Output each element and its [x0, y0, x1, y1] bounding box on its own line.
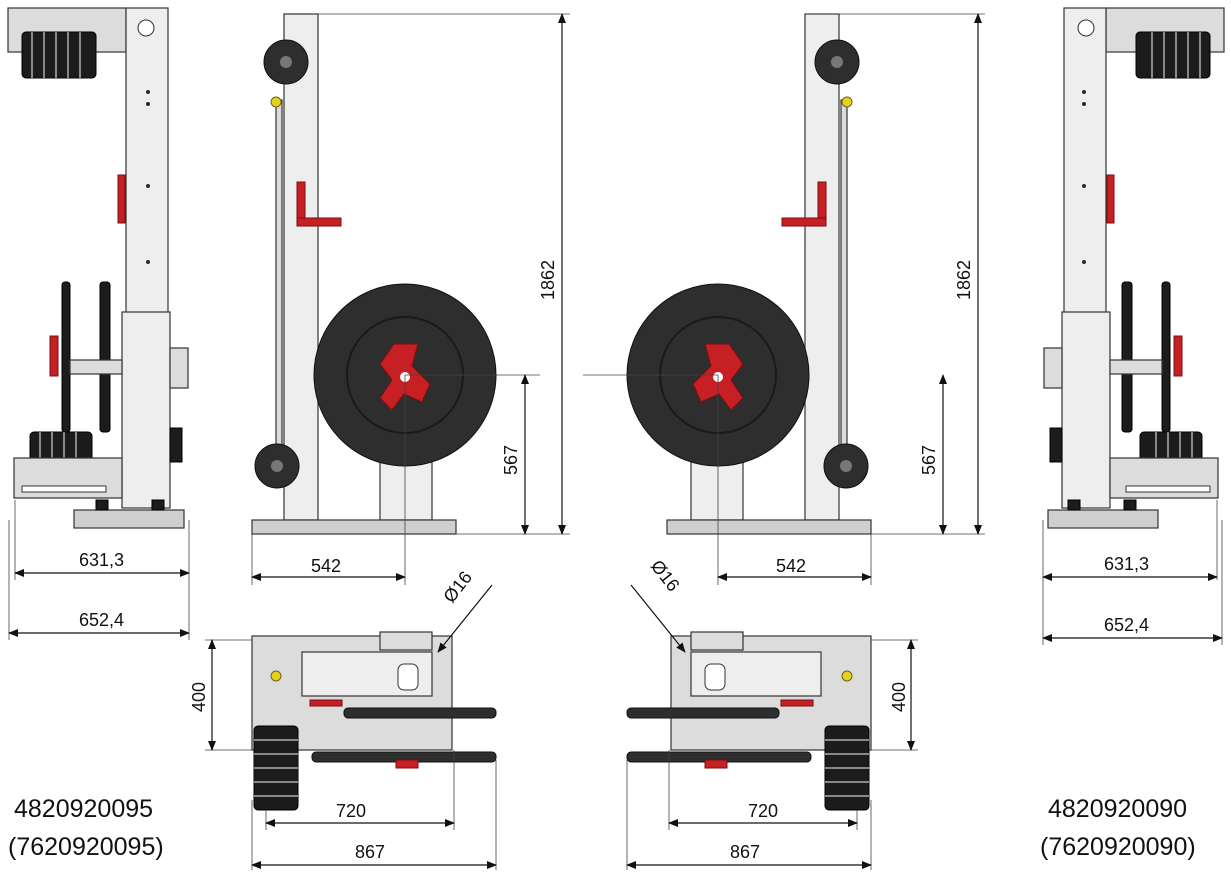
right-side-view: [1043, 7, 1225, 529]
left-front-view: [251, 13, 541, 586]
right-top-view: [626, 631, 872, 811]
dim-axis-offset-left: 542: [311, 556, 341, 576]
dim-top-outer-left: 867: [355, 842, 385, 862]
dim-total-height-right: 1862: [954, 260, 974, 300]
left-dimensions: [8, 13, 570, 870]
part-number-right-alt: (7620920090): [1040, 833, 1196, 861]
dim-top-depth-left: 400: [189, 682, 209, 712]
right-front-view: [582, 13, 872, 586]
dim-axis-height-left: 567: [501, 445, 521, 475]
dim-top-inner-left: 720: [336, 801, 366, 821]
part-number-right: 4820920090: [1048, 795, 1187, 823]
right-dimensions: [626, 13, 1223, 870]
part-number-left: 4820920095: [14, 795, 153, 823]
dim-side-inner-left: 631,3: [79, 550, 124, 570]
dim-side-inner-right: 631,3: [1104, 554, 1149, 574]
left-side-view: [7, 7, 189, 529]
dim-diameter-right: Ø16: [647, 556, 684, 595]
dim-side-outer-right: 652,4: [1104, 615, 1149, 635]
dim-top-depth-right: 400: [889, 682, 909, 712]
dim-top-outer-right: 867: [730, 842, 760, 862]
left-top-view: [251, 631, 497, 811]
dim-total-height-left: 1862: [538, 260, 558, 300]
dim-top-inner-right: 720: [748, 801, 778, 821]
dim-axis-offset-right: 542: [776, 556, 806, 576]
dim-axis-height-right: 567: [919, 445, 939, 475]
dim-diameter-left: Ø16: [439, 567, 476, 606]
part-number-left-alt: (7620920095): [8, 833, 164, 861]
dim-side-outer-left: 652,4: [79, 610, 124, 630]
